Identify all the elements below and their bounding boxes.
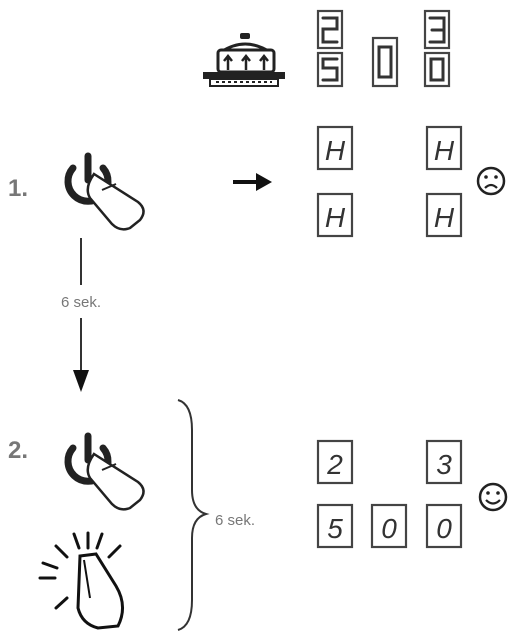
power-touch-icon: [64, 152, 145, 231]
display-digit-h: H: [316, 192, 354, 238]
duration-label: 6 sek.: [215, 512, 255, 529]
header-digit-box-1: [316, 9, 344, 88]
arrow-right-icon: [233, 173, 272, 191]
step-2-display: 2 3 5 0 0: [316, 439, 463, 549]
digit-text: H: [434, 202, 455, 233]
display-digit: 0: [425, 503, 463, 549]
digit-text: H: [325, 135, 346, 166]
display-digit-h: H: [425, 192, 463, 238]
happy-face-icon: [478, 482, 508, 512]
digit-text: H: [434, 135, 455, 166]
digit-text: H: [325, 202, 346, 233]
step-1-number: 1.: [8, 175, 28, 202]
brace: [177, 399, 210, 631]
display-digit: 5: [316, 503, 354, 549]
digit-text: 0: [381, 513, 397, 544]
timer-arrow: [73, 238, 89, 392]
step-2-number: 2.: [8, 437, 28, 464]
display-digit-h: H: [425, 125, 463, 171]
display-digit-h: H: [316, 125, 354, 171]
display-digit: 2: [316, 439, 354, 485]
digit-text: 0: [436, 513, 452, 544]
digit-text: 2: [326, 449, 343, 480]
header-display: [316, 9, 451, 88]
duration-label: 6 sek.: [61, 294, 101, 311]
sad-face-icon: [476, 166, 506, 196]
digit-text: 3: [436, 449, 452, 480]
power-touch-icon: [64, 432, 145, 511]
header-digit-box-3: [423, 9, 451, 88]
press-glow-icon: [38, 531, 124, 630]
display-digit: 0: [370, 503, 408, 549]
pot-on-hob-icon: [203, 33, 285, 87]
header-digit-box-2: [371, 36, 399, 88]
digit-text: 5: [327, 513, 343, 544]
display-digit: 3: [425, 439, 463, 485]
step-1-display: H H H H: [316, 125, 463, 238]
